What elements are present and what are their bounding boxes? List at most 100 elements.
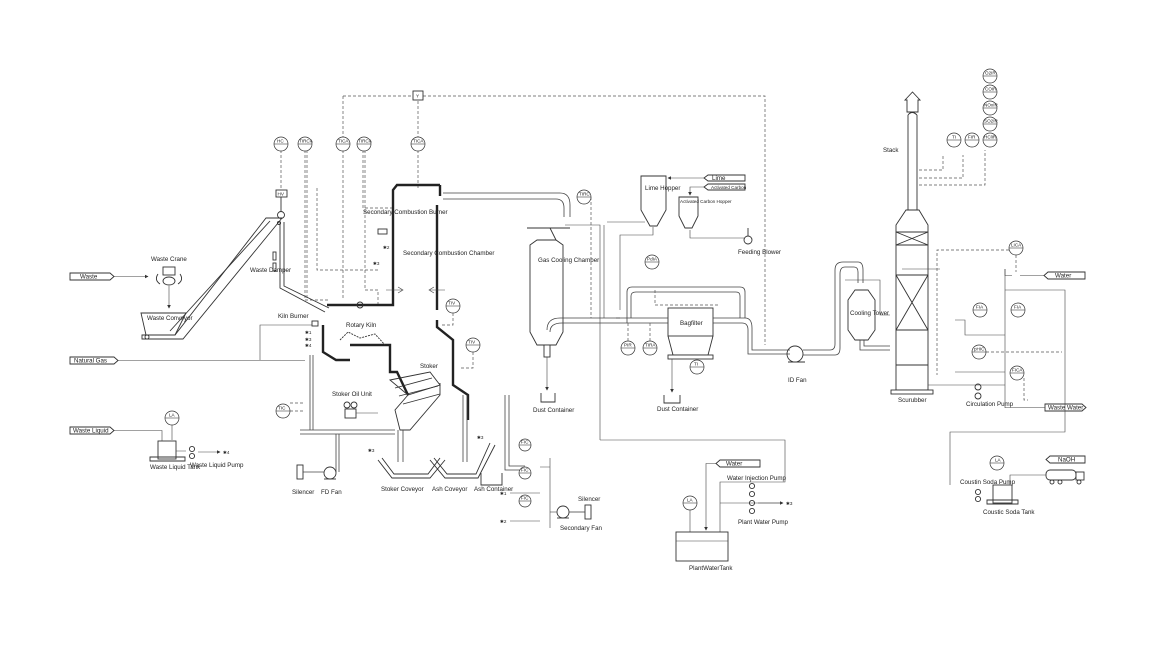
instrument-bubble-fica: FICA xyxy=(1009,365,1028,401)
drop-chutes xyxy=(397,395,468,462)
bagfilter-duct xyxy=(616,317,790,355)
connector-label: ✱1 xyxy=(500,491,507,496)
instrument-bubble-phic: pHIC xyxy=(971,344,1062,360)
equipment-label: Silencer xyxy=(578,496,600,503)
bubble-tag: FIR xyxy=(968,135,976,140)
bubble-tag: TICA xyxy=(413,139,424,144)
rotary-kiln: Rotary Kiln xyxy=(321,183,440,396)
instrument-bubble-la-soda: LA xyxy=(989,455,1005,471)
input-label: Water xyxy=(726,461,742,468)
equipment-label: Waste Conveyor xyxy=(147,315,193,322)
equipment-label: Silencer xyxy=(292,489,314,496)
instrument-bubble-hc: HC xyxy=(273,136,289,152)
equipment-label: Secondary Combustion Burner xyxy=(363,209,448,216)
connector-label: ✱3 xyxy=(373,261,380,266)
instrument-bubble-fia-2: FIA xyxy=(1010,302,1026,318)
soda-feed-line xyxy=(949,409,1066,485)
input-waste-liquid: Waste Liquid xyxy=(69,426,163,441)
equipment-label: Secondary Combustion Chamber xyxy=(403,250,494,257)
instrument-bubble-tiv-2: TIV xyxy=(459,337,481,369)
bubble-tag: FIA xyxy=(1014,305,1022,310)
bubble-tag: LICA xyxy=(1011,243,1022,248)
instrument-bubble-fic-2: FIC xyxy=(518,466,532,480)
plant-water-pump: ✱3 Plant Water Pump xyxy=(738,499,793,526)
bubble-tag: TIC xyxy=(278,406,286,411)
equipment-label: Circulation Pump xyxy=(966,401,1014,408)
equipment-label: PlantWaterTank xyxy=(689,565,733,572)
equipment-label: Water Injection Pump xyxy=(727,475,786,482)
instrument-bubble-pir: PIR xyxy=(620,323,636,356)
output-label: Waste Water xyxy=(1048,405,1083,412)
kiln-burner: ✱1 ✱3 ✱4 xyxy=(305,320,319,348)
bubble-tag: PdIA xyxy=(647,257,658,262)
bubble-tag: HC xyxy=(277,139,284,144)
bubble-tag: LA xyxy=(687,498,694,503)
air-header xyxy=(300,429,395,435)
dust-container-2: Dust Container xyxy=(657,395,698,413)
connector-label: ✱4 xyxy=(223,450,230,455)
bubble-tag: TIV xyxy=(448,301,456,306)
ash-container: Ash Container xyxy=(474,473,513,493)
bubble-tag: TIRCA xyxy=(358,139,373,144)
bubble-tag: LA xyxy=(169,413,176,418)
fd-fan: FD Fan xyxy=(321,466,342,496)
flue-duct xyxy=(451,382,470,420)
input-naoh: NaOH xyxy=(1045,455,1086,464)
secondary-air-header xyxy=(510,458,551,528)
equipment-label: Activated Carbon Hopper xyxy=(680,199,732,204)
silencer-secondary: Silencer xyxy=(569,496,600,520)
water-injection-pump: Water Injection Pump xyxy=(727,475,786,498)
hand-valve-box: HV xyxy=(275,189,288,211)
connector-label: ✱1 xyxy=(305,330,312,335)
bubble-tag: TIRCA xyxy=(299,139,314,144)
fd-duct xyxy=(335,434,340,472)
bubble-tag: LA xyxy=(995,458,1002,463)
analyzer-hcl: HClIR xyxy=(982,132,998,148)
equipment-label: Scurubber xyxy=(898,397,927,404)
bubble-tag: PIR xyxy=(624,343,632,348)
equipment-label: Cooling Tower xyxy=(850,310,889,317)
waste-crane: Waste Crane xyxy=(151,256,187,309)
instrument-bubble-la-waste-liquid: LA xyxy=(164,410,180,440)
selector-box: Y xyxy=(412,90,424,101)
equipment-label: Coustin Soda Pump xyxy=(960,479,1016,486)
bubble-tag: TICA xyxy=(338,139,349,144)
instrument-bubble-tica-2: TICA xyxy=(410,136,426,152)
bubble-tag: COIR xyxy=(985,87,997,92)
equipment-label: FD Fan xyxy=(321,489,342,496)
equipment-label: Secondary Fan xyxy=(560,525,603,532)
scrubber-water-lines xyxy=(955,269,1066,409)
bubble-tag: SO2IR xyxy=(984,119,998,124)
instrument-bubble-ti-bag: TI xyxy=(689,359,705,375)
dust-container-1: Dust Container xyxy=(533,393,574,414)
waste-conveyor: Waste Conveyor xyxy=(140,211,285,340)
equipment-label: Stoker Coveyor xyxy=(381,486,424,493)
input-label: Lime xyxy=(712,175,726,182)
analyzer-co: COIR xyxy=(982,84,998,100)
waste-liquid-tank: Waste Liquid Tank xyxy=(149,440,201,471)
connector-label: ✱3 xyxy=(305,337,312,342)
instrument-bubble-tic: TIC xyxy=(275,402,305,419)
circulation-pump: Circulation Pump xyxy=(928,371,1014,408)
bubble-tag: FIC xyxy=(521,468,529,473)
bubble-tag: FIA xyxy=(976,305,984,310)
bubble-tag: TI xyxy=(952,135,956,140)
instrument-bubble-tira: TIRA xyxy=(642,323,658,356)
equipment-label: Waste Liquid Tank xyxy=(150,464,201,471)
input-activated-carbon: Activated Carbon xyxy=(688,183,747,196)
equipment-label: Coustic Soda Tank xyxy=(983,509,1035,516)
bagfilter: Bagfilter xyxy=(667,307,714,393)
equipment-label: ID Fan xyxy=(788,377,807,384)
lime-hopper: Lime Hopper xyxy=(640,175,680,227)
gas-cooling-chamber: Gas Cooling Chamber xyxy=(527,227,599,391)
bubble-tag: HClIR xyxy=(984,135,997,140)
idfan-outlet-duct xyxy=(803,261,864,356)
kiln-burner-label: Kiln Burner xyxy=(278,313,309,320)
connector-label: ✱3 xyxy=(477,435,484,440)
caustic-soda-pump: Coustin Soda Pump xyxy=(960,479,1016,503)
selector-label: Y xyxy=(416,94,419,99)
equipment-label: Ash Container xyxy=(474,486,513,493)
waste-chute: Waste Damper xyxy=(250,222,330,313)
instrument-bubble-fia-1: FIA xyxy=(972,302,988,318)
